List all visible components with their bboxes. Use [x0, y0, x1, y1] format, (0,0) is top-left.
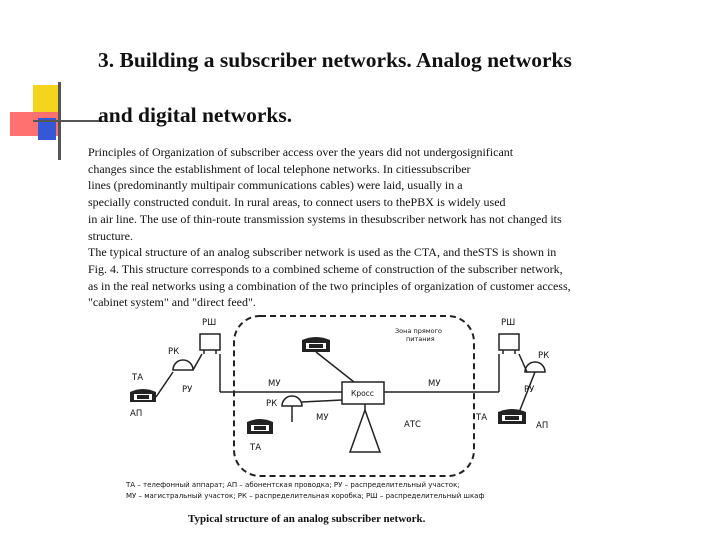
body-line: in air line. The use of thin-route trans… — [88, 211, 562, 226]
label-ta-center: ТА — [249, 443, 261, 453]
telephone-left-icon — [130, 389, 156, 402]
telephone-zone-icon — [302, 337, 330, 352]
body-line: specially constructed conduit. In rural … — [88, 195, 506, 210]
label-rsh-left: РШ — [202, 318, 216, 328]
decor-yellow-square — [33, 85, 61, 117]
label-zone-line-2: питания — [406, 335, 435, 343]
body-line: lines (predominantly multipair communica… — [88, 178, 463, 193]
label-ta-left: ТА — [131, 373, 143, 383]
body-line: Fig. 4. This structure corresponds to a … — [88, 261, 563, 276]
slide-title-line-2: and digital networks. — [98, 103, 293, 127]
label-rsh-right: РШ — [501, 318, 515, 328]
label-ru-right: РУ — [524, 385, 535, 395]
label-rk-center: РК — [266, 399, 277, 409]
label-zone-line-1: Зона прямого — [395, 327, 442, 335]
cabinet-right-icon — [498, 333, 520, 354]
distribution-box-center-icon — [281, 395, 303, 407]
body-text: Principles of Organization of subscriber… — [88, 144, 668, 311]
body-line: structure. — [88, 228, 133, 243]
cabinet-left-icon — [199, 333, 221, 354]
label-mu-center: МУ — [316, 413, 329, 423]
label-ru-left: РУ — [182, 385, 193, 395]
body-line: changes since the establishment of local… — [88, 161, 471, 176]
exchange-triangle — [348, 407, 382, 453]
label-mu-right: МУ — [428, 379, 441, 389]
cross-connect-box — [341, 381, 385, 405]
decor-blue-square — [38, 118, 56, 140]
body-line: "cabinet system" and "direct feed". — [88, 295, 256, 310]
direct-feed-zone-boundary — [233, 315, 475, 477]
label-cross: Кросс — [351, 389, 374, 398]
distribution-box-left-icon — [172, 359, 194, 371]
telephone-center-icon — [247, 419, 273, 434]
body-line: as in the real networks using a combinat… — [88, 278, 571, 293]
telephone-right-icon — [498, 409, 526, 424]
label-rk-left: РК — [168, 347, 179, 357]
legend-line-1: ТА – телефонный аппарат; АП – абонентска… — [125, 481, 460, 489]
slide-title-line-1: 3. Building a subscriber networks. Analo… — [98, 48, 572, 72]
legend-line-2: МУ – магистральный участок; РК – распред… — [126, 492, 484, 500]
label-rk-right: РК — [538, 351, 549, 361]
label-ap-right: АП — [536, 421, 548, 431]
label-ta-right: ТА — [475, 413, 487, 423]
label-ats: АТС — [404, 420, 421, 430]
decor-horizontal-line — [33, 120, 101, 122]
distribution-box-right-icon — [524, 361, 546, 373]
body-line: The typical structure of an analog subsc… — [88, 245, 557, 260]
body-line: Principles of Organization of subscriber… — [88, 145, 514, 159]
connection-lines — [155, 351, 536, 422]
network-diagram: РШ РШ РК РК РК ТА ТА ТА РУ РУ АП АП МУ М… — [125, 315, 549, 500]
label-ap-left: АП — [130, 409, 142, 419]
label-mu-left: МУ — [268, 379, 281, 389]
figure-caption: Typical structure of an analog subscribe… — [188, 513, 426, 525]
